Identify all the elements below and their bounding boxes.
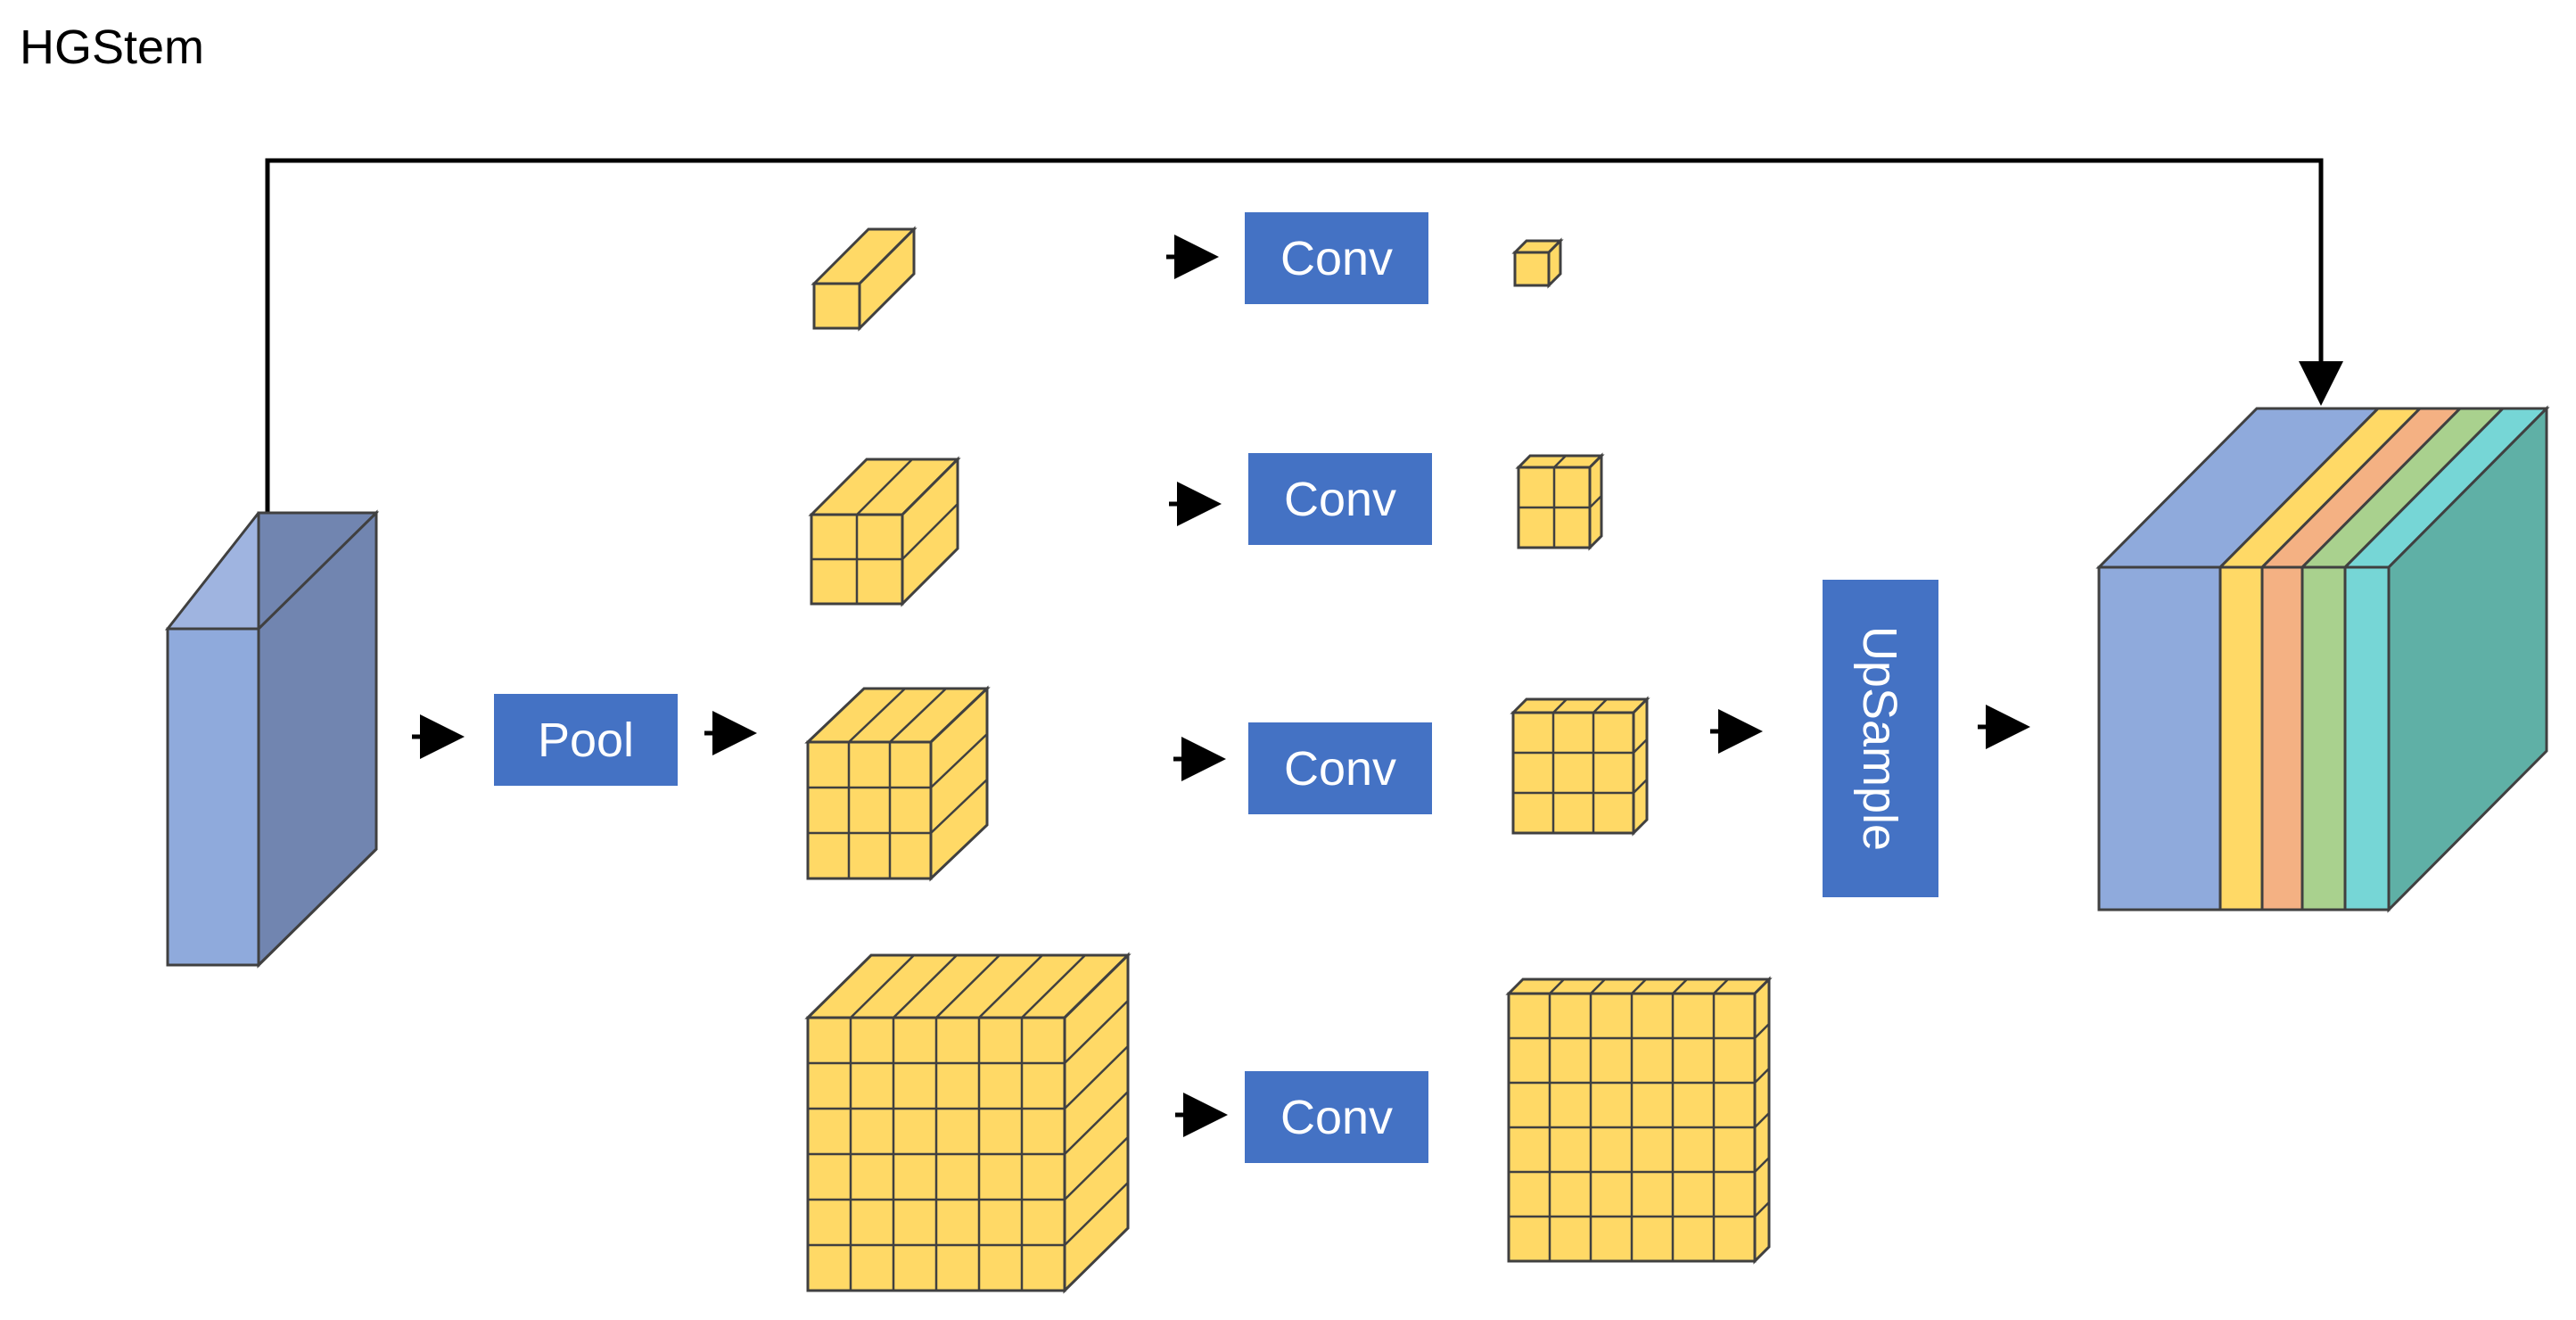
conv-output-6x6 [1505,976,1773,1265]
pool-block: Pool [494,694,678,786]
conv-block-1: Conv [1245,212,1428,304]
pooled-map-1x1 [811,226,918,332]
diagram-title: HGStem [20,21,205,74]
conv-output-1x1-front [1513,251,1551,287]
upsample-label: UpSample [1853,626,1906,851]
conv-output-1x1 [1511,237,1564,289]
conv-block-4: Conv [1245,1071,1428,1163]
conv-label-4: Conv [1280,1091,1393,1144]
skip-connection-line [265,158,2343,526]
pooled-map-2x2 [808,456,961,607]
upsample-block: UpSample [1823,580,1938,897]
conv-output-2x2 [1515,452,1605,551]
pooled-map-3x3 [804,685,991,882]
flow-arrows [412,235,2030,1137]
conv-label-2: Conv [1284,473,1396,526]
conv-block-2: Conv [1248,453,1432,545]
pooled-map-1x1-front [812,282,861,330]
conv-block-3: Conv [1248,722,1432,814]
concatenated-output [2095,405,2550,913]
cube-grids [804,226,1773,1294]
input-feature-map [164,509,380,969]
conv-output-3x3 [1510,696,1650,837]
conv-label-1: Conv [1280,232,1393,285]
pooled-map-3x3-front [806,740,933,880]
pool-label: Pool [538,714,634,767]
conv-label-3: Conv [1284,742,1396,796]
conv-output-3x3-side [1632,696,1649,837]
conv-output-3x3-top [1510,697,1650,714]
pooled-map-6x6 [804,952,1132,1294]
conv-output-3x3-front [1511,711,1635,835]
